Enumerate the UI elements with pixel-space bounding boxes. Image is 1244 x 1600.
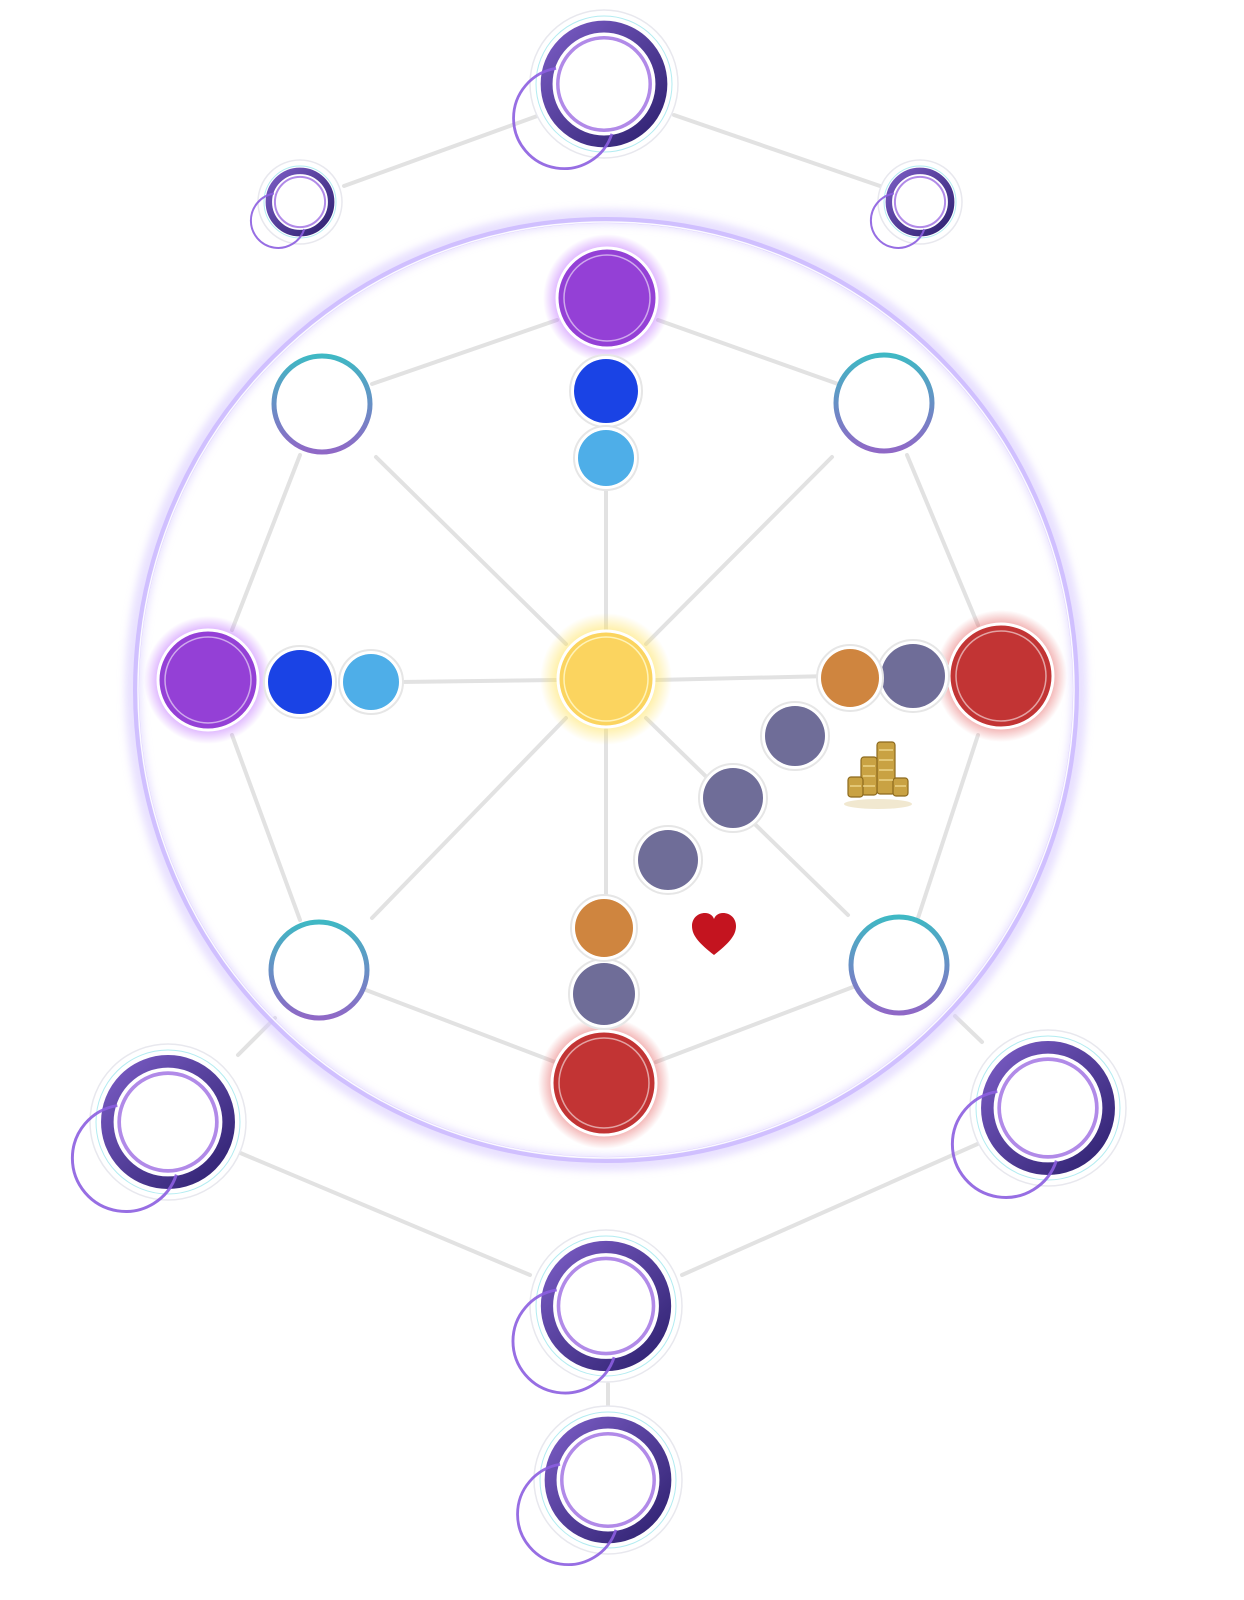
token-south-1[interactable] xyxy=(568,958,640,1030)
node-south[interactable] xyxy=(538,1017,670,1149)
token-north-2[interactable] xyxy=(573,425,639,491)
outer-slot-upper-left[interactable] xyxy=(249,159,343,249)
token-diag-1[interactable] xyxy=(760,701,830,771)
token-diag-3[interactable] xyxy=(633,825,703,895)
token-west-1[interactable] xyxy=(263,645,337,719)
node-south-east[interactable] xyxy=(848,914,950,1016)
token-east-2[interactable] xyxy=(816,644,884,712)
outer-slot-bottom[interactable] xyxy=(511,1229,683,1395)
node-north-west[interactable] xyxy=(271,353,373,455)
token-east-1[interactable] xyxy=(876,639,950,713)
node-north-east[interactable] xyxy=(833,352,935,454)
arena-ring xyxy=(125,209,1087,1171)
node-north[interactable] xyxy=(543,234,671,362)
token-diag-2[interactable] xyxy=(698,763,768,833)
token-west-2[interactable] xyxy=(338,649,404,715)
outer-slot-upper-right[interactable] xyxy=(869,159,963,249)
outer-slot-lower-left[interactable] xyxy=(70,1043,247,1213)
node-south-west[interactable] xyxy=(268,919,370,1021)
outer-slot-top[interactable] xyxy=(512,9,679,171)
coin-stack-icon xyxy=(844,741,912,809)
token-north-1[interactable] xyxy=(569,354,643,428)
heart-icon xyxy=(692,913,736,955)
token-south-2[interactable] xyxy=(570,894,638,962)
outer-slot-lower-right[interactable] xyxy=(950,1029,1127,1199)
node-west[interactable] xyxy=(144,616,272,744)
node-east[interactable] xyxy=(935,610,1067,742)
center-node[interactable] xyxy=(540,613,672,745)
outer-slot-bottom-tail[interactable] xyxy=(516,1405,683,1567)
